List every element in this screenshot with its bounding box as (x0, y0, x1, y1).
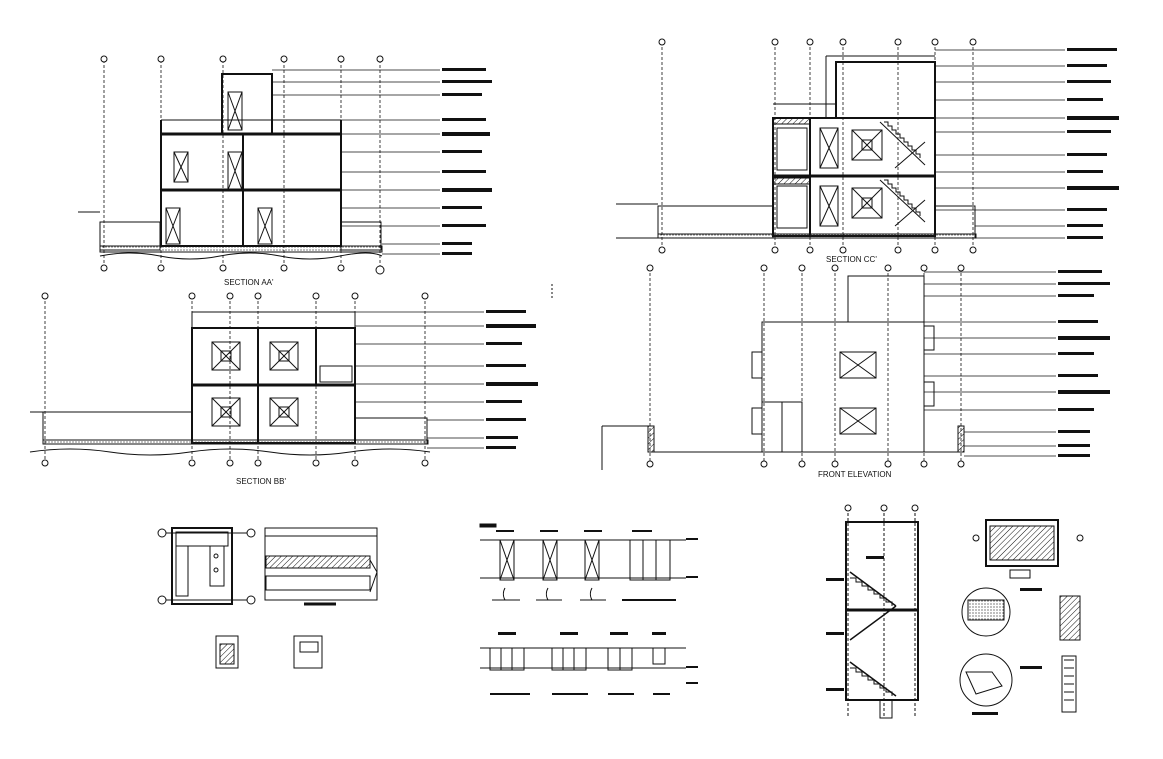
section-bb-callout-tags (486, 310, 538, 449)
section-cc-callouts (935, 49, 1065, 239)
section-aa-label: SECTION AA' (224, 278, 274, 287)
section-cc-grid-bubbles (658, 38, 977, 254)
stair-icon (849, 571, 897, 697)
section-bb-label: SECTION BB' (236, 477, 286, 486)
section-cc-grid-lines (661, 42, 974, 250)
front-elevation-facade (751, 275, 935, 453)
front-elevation-label: FRONT ELEVATION (818, 470, 892, 479)
front-elevation-ground (601, 425, 965, 470)
section-bb-grid-bubbles (41, 292, 429, 467)
section-aa-callouts (272, 69, 440, 255)
front-elevation-callouts (924, 271, 1056, 457)
front-elevation-grid-bubbles (646, 264, 965, 468)
door-window-schedule (479, 523, 698, 695)
stair-callout-tags (826, 556, 1042, 715)
section-cc-stairs (879, 121, 926, 227)
section-aa-doors (165, 91, 273, 245)
window-icon (489, 647, 666, 671)
section-cc-callout-tags (1067, 48, 1119, 239)
section-cc-label: SECTION CC' (826, 255, 877, 264)
section-bb-drawing (29, 292, 538, 467)
section-aa-ground (78, 211, 383, 260)
schedule-callout-tags (496, 530, 698, 684)
kitchen-detail-drawing (157, 527, 378, 669)
section-cc-rooms (776, 127, 883, 229)
section-bb-walls (191, 311, 356, 444)
section-bb-grid-lines (44, 296, 426, 464)
section-cc-ground (616, 203, 977, 239)
section-aa-grid-bubbles (100, 55, 385, 275)
door-swing-plans (492, 587, 676, 601)
section-aa-callout-tags (442, 68, 492, 255)
front-elevation-grid-lines (649, 268, 962, 466)
front-elevation-callout-tags (1058, 270, 1110, 457)
stair-section-drawing (826, 504, 1084, 719)
front-elevation-drawing (601, 264, 1110, 470)
section-cc-drawing (616, 38, 1119, 254)
section-bb-ground (29, 411, 431, 456)
section-bb-rooms (211, 341, 299, 427)
section-aa-drawing (78, 55, 492, 275)
section-aa-walls (160, 73, 342, 247)
section-bb-callouts (355, 311, 484, 449)
door-icon (499, 539, 671, 581)
